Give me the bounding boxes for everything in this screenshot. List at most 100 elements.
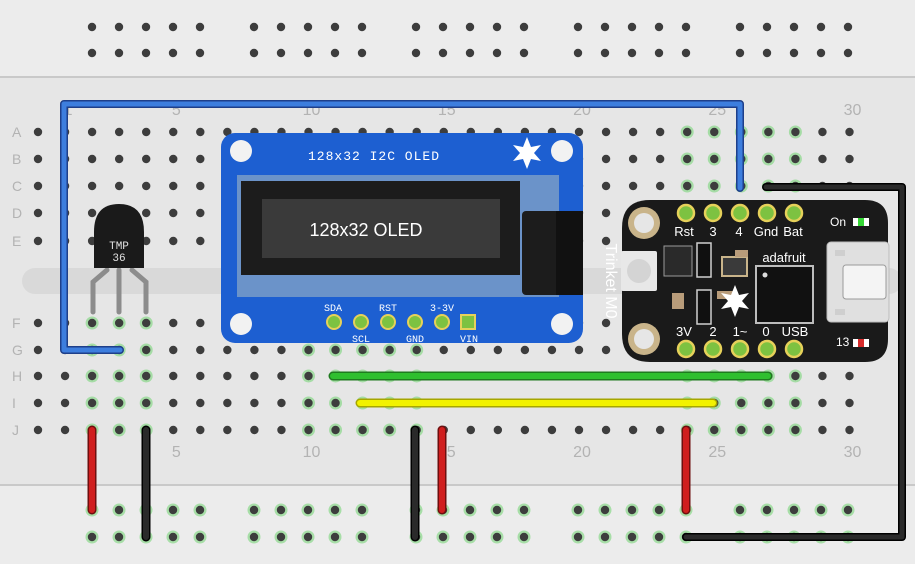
breadboard-hole[interactable] — [223, 345, 232, 355]
power-rail-hole[interactable] — [627, 22, 637, 32]
power-rail-hole[interactable] — [303, 532, 313, 542]
power-rail-hole[interactable] — [573, 22, 583, 32]
breadboard-hole[interactable] — [250, 371, 259, 381]
breadboard-hole[interactable] — [169, 425, 178, 435]
power-rail-hole[interactable] — [519, 532, 529, 542]
power-rail-hole[interactable] — [843, 22, 853, 32]
power-rail-hole[interactable] — [168, 22, 178, 32]
power-rail-hole[interactable] — [735, 22, 745, 32]
power-rail-hole[interactable] — [519, 505, 529, 515]
power-rail-hole[interactable] — [519, 22, 529, 32]
breadboard-hole[interactable] — [683, 127, 692, 137]
power-rail-hole[interactable] — [654, 48, 664, 58]
power-rail-hole[interactable] — [168, 505, 178, 515]
power-rail-hole[interactable] — [492, 532, 502, 542]
power-rail-hole[interactable] — [519, 48, 529, 58]
breadboard-hole[interactable] — [142, 236, 151, 246]
breadboard-hole[interactable] — [114, 127, 124, 137]
power-rail-hole[interactable] — [114, 532, 124, 542]
oled-pin-vin[interactable] — [460, 314, 476, 330]
breadboard-hole[interactable] — [655, 127, 665, 137]
breadboard-hole[interactable] — [818, 398, 827, 408]
breadboard-hole[interactable] — [818, 425, 827, 435]
breadboard-hole[interactable] — [764, 154, 773, 164]
breadboard-hole[interactable] — [33, 345, 43, 355]
breadboard-hole[interactable] — [655, 425, 665, 435]
oled-pin-gnd[interactable] — [407, 314, 423, 330]
breadboard-hole[interactable] — [818, 371, 827, 381]
power-rail-hole[interactable] — [492, 48, 502, 58]
breadboard-hole[interactable] — [142, 398, 151, 408]
trinket-pin-1[interactable] — [730, 339, 750, 359]
trinket-pin-0[interactable] — [757, 339, 777, 359]
breadboard-hole[interactable] — [791, 398, 800, 408]
breadboard-hole[interactable] — [33, 371, 43, 381]
power-rail-hole[interactable] — [816, 22, 826, 32]
breadboard-hole[interactable] — [33, 127, 43, 137]
power-rail-hole[interactable] — [195, 22, 205, 32]
breadboard-hole[interactable] — [601, 425, 611, 435]
breadboard-hole[interactable] — [33, 236, 43, 246]
power-rail-hole[interactable] — [627, 532, 637, 542]
power-rail-hole[interactable] — [465, 48, 475, 58]
breadboard-hole[interactable] — [196, 345, 205, 355]
breadboard-hole[interactable] — [520, 425, 530, 435]
oled-pin-3v[interactable] — [434, 314, 450, 330]
breadboard-hole[interactable] — [277, 371, 286, 381]
breadboard-hole[interactable] — [574, 425, 584, 435]
trinket-pin-gnd[interactable] — [757, 203, 777, 223]
power-rail-hole[interactable] — [195, 505, 205, 515]
power-rail-hole[interactable] — [843, 505, 853, 515]
breadboard-hole[interactable] — [601, 127, 611, 137]
power-rail-hole[interactable] — [600, 532, 610, 542]
power-rail-hole[interactable] — [87, 48, 97, 58]
power-rail-hole[interactable] — [843, 48, 853, 58]
power-rail-hole[interactable] — [681, 22, 691, 32]
power-rail-hole[interactable] — [789, 22, 799, 32]
power-rail-hole[interactable] — [330, 22, 340, 32]
breadboard-hole[interactable] — [33, 425, 43, 435]
breadboard-hole[interactable] — [33, 318, 43, 328]
breadboard-hole[interactable] — [331, 398, 340, 408]
power-rail-hole[interactable] — [735, 48, 745, 58]
breadboard-hole[interactable] — [33, 398, 43, 408]
breadboard-hole[interactable] — [601, 345, 611, 355]
power-rail-hole[interactable] — [195, 532, 205, 542]
breadboard-hole[interactable] — [466, 425, 475, 435]
breadboard-hole[interactable] — [277, 345, 286, 355]
breadboard-hole[interactable] — [169, 236, 178, 246]
breadboard-hole[interactable] — [737, 398, 746, 408]
breadboard-hole[interactable] — [574, 345, 584, 355]
breadboard-hole[interactable] — [196, 318, 205, 328]
breadboard-hole[interactable] — [142, 127, 151, 137]
breadboard-hole[interactable] — [60, 425, 70, 435]
breadboard-hole[interactable] — [601, 236, 611, 246]
breadboard-hole[interactable] — [87, 181, 97, 191]
breadboard-hole[interactable] — [250, 345, 259, 355]
breadboard-hole[interactable] — [223, 398, 232, 408]
power-rail-hole[interactable] — [816, 48, 826, 58]
trinket-pin-4[interactable] — [730, 203, 750, 223]
breadboard-hole[interactable] — [655, 181, 665, 191]
breadboard-hole[interactable] — [304, 371, 313, 381]
oled-module[interactable]: 128x32 I2C OLED 128x32 OLED SDA RST 3-3V… — [221, 133, 583, 346]
trinket-pin-3[interactable] — [703, 203, 723, 223]
power-rail-hole[interactable] — [627, 48, 637, 58]
breadboard-hole[interactable] — [169, 318, 178, 328]
breadboard-hole[interactable] — [33, 181, 43, 191]
power-rail-hole[interactable] — [249, 22, 259, 32]
breadboard-hole[interactable] — [223, 371, 232, 381]
wire-blue[interactable] — [61, 101, 743, 353]
breadboard-hole[interactable] — [439, 345, 448, 355]
power-rail-hole[interactable] — [654, 22, 664, 32]
breadboard-hole[interactable] — [87, 208, 97, 218]
breadboard-hole[interactable] — [845, 425, 854, 435]
trinket-pin-bat[interactable] — [784, 203, 804, 223]
power-rail-hole[interactable] — [276, 22, 286, 32]
breadboard-hole[interactable] — [114, 398, 124, 408]
breadboard-hole[interactable] — [169, 154, 178, 164]
power-rail-hole[interactable] — [654, 505, 664, 515]
breadboard-hole[interactable] — [87, 318, 97, 328]
breadboard-hole[interactable] — [385, 345, 394, 355]
breadboard-hole[interactable] — [331, 345, 340, 355]
